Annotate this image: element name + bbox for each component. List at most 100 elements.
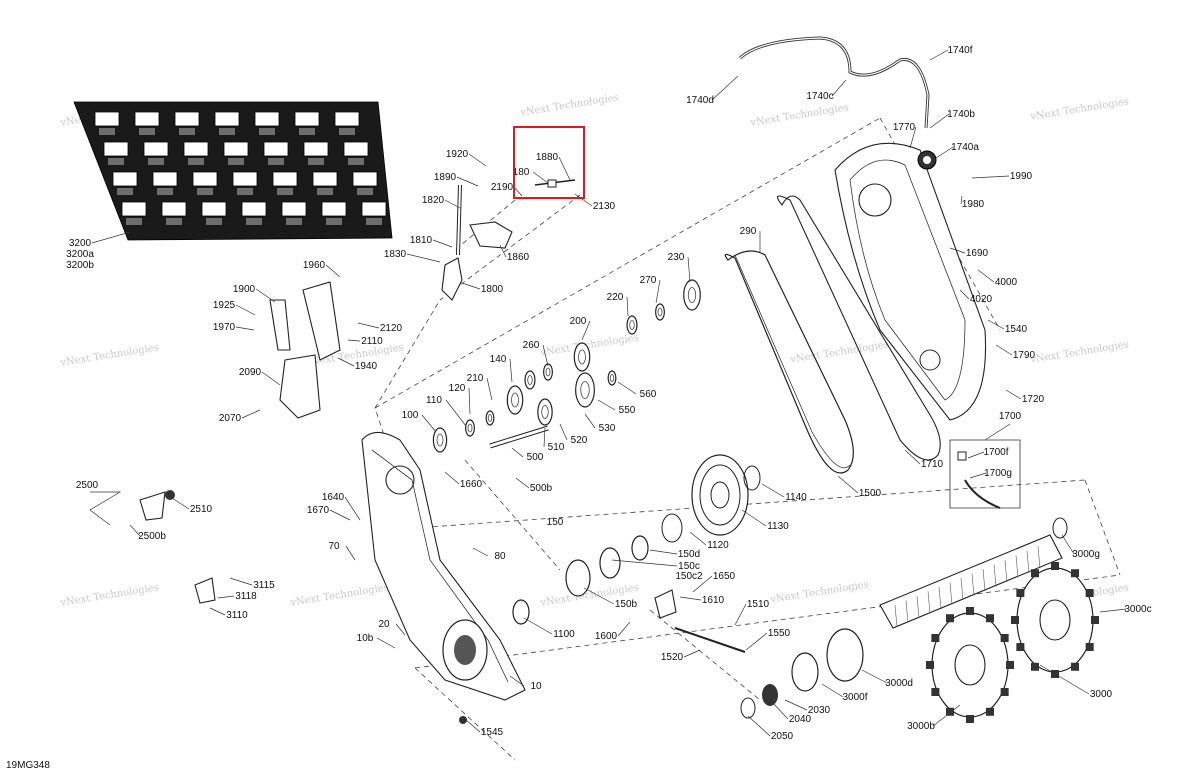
part-label-510: 510: [548, 442, 565, 453]
part-label-1770: 1770: [893, 122, 916, 133]
cover-body: [834, 142, 987, 421]
leader-line: [461, 282, 481, 290]
part-label-3000b: 3000b: [907, 721, 935, 732]
case-pocket: [166, 218, 182, 225]
part-label-1970: 1970: [213, 322, 236, 333]
leader-line: [935, 146, 954, 159]
bearing-150c: [599, 547, 621, 579]
watermark: vNext Technologies: [59, 582, 160, 609]
circlip-1100: [512, 599, 530, 625]
leader-line: [960, 195, 963, 205]
gear-510: [537, 398, 553, 426]
ring-gear-1130-hub: [710, 481, 730, 509]
case-pocket: [308, 158, 324, 165]
leader-line: [655, 279, 661, 304]
leader-line: [235, 326, 255, 331]
part-label-1640: 1640: [322, 492, 345, 503]
part-label-1690: 1690: [966, 248, 989, 259]
leader-line: [949, 247, 966, 254]
case-pocket: [99, 128, 115, 135]
sprocket-3000b-hub: [954, 644, 986, 686]
case-rib: [143, 141, 169, 157]
diagram-code: 19MG348: [6, 760, 50, 771]
leader-line: [711, 75, 739, 101]
washer-560: [607, 370, 617, 386]
part-label-3200: 3200: [69, 238, 92, 249]
leader-line: [745, 632, 768, 651]
leader-line: [532, 171, 549, 184]
drive-belt-1500: [724, 250, 854, 474]
ring-220: [626, 315, 638, 335]
part-label-230: 230: [668, 252, 685, 263]
sprocket-3000c-hub: [1039, 599, 1071, 641]
hub-3000d: [826, 628, 864, 682]
bearing-100: [432, 427, 448, 453]
shaft-spline: [971, 573, 975, 596]
leader-line: [929, 49, 949, 61]
part-label-20: 20: [378, 619, 390, 630]
leader-line: [329, 509, 351, 521]
part-label-1660: 1660: [460, 479, 483, 490]
watermark: vNext Technologies: [59, 342, 160, 369]
watermark-text: vNext Technologies: [789, 339, 890, 366]
gear-550: [575, 372, 595, 408]
leader-line: [523, 617, 553, 635]
part-label-530: 530: [599, 423, 616, 434]
needle-bearing-200: [573, 342, 591, 372]
hose-1700g: [964, 479, 1001, 509]
watermark-text: vNext Technologies: [519, 92, 620, 119]
part-label-1120: 1120: [707, 540, 729, 551]
watermark-text: vNext Technologies: [749, 102, 850, 129]
part-label-1740b: 1740b: [947, 109, 975, 120]
leader-line: [347, 339, 361, 342]
leader-line: [692, 575, 713, 593]
callout-box-1700: [949, 439, 1021, 509]
part-label-150: 150: [547, 517, 564, 528]
highlight-box: [513, 126, 585, 199]
bolt-2510: [165, 490, 175, 500]
main-housing-10: [361, 431, 526, 701]
assembly-guide-line: [649, 609, 761, 701]
sprocket-3000c-tooth: [1071, 662, 1079, 671]
leader-line: [1061, 534, 1075, 555]
sprocket-3000b-tooth: [966, 607, 974, 615]
part-label-1800: 1800: [481, 284, 504, 295]
leader-line: [171, 497, 190, 510]
case-pocket: [286, 218, 302, 225]
leader-line: [821, 683, 844, 698]
watermark-text: vNext Technologies: [59, 342, 160, 369]
case-rib: [94, 111, 120, 127]
leader-line: [679, 596, 702, 601]
part-label-3200b: 3200b: [66, 260, 94, 271]
leader-line: [687, 256, 691, 283]
shaft-spline: [982, 568, 986, 592]
part-label-1740c: 1740c: [806, 91, 833, 102]
watermark: vNext Technologies: [1029, 96, 1130, 123]
circlip-1140: [743, 465, 761, 491]
bracket-3110: [194, 577, 216, 604]
leader-line: [91, 231, 131, 244]
part-label-1920: 1920: [446, 149, 469, 160]
part-label-1650: 1650: [713, 571, 736, 582]
part-label-2500: 2500: [76, 480, 99, 491]
part-label-1925: 1925: [213, 300, 236, 311]
leader-line: [929, 113, 950, 129]
part-label-150b: 150b: [615, 599, 638, 610]
leader-line: [581, 320, 591, 341]
gear-140: [506, 385, 524, 415]
part-label-1510: 1510: [747, 599, 770, 610]
fork-1610: [654, 589, 677, 619]
part-label-260: 260: [523, 340, 540, 351]
part-label-180: 180: [513, 167, 530, 178]
ring-220-bore: [629, 320, 635, 330]
part-label-1860: 1860: [507, 252, 530, 263]
watermark-text: vNext Technologies: [769, 579, 870, 606]
case-rib: [161, 201, 187, 217]
sprocket-3000b-tooth: [946, 614, 954, 623]
nut-2040: [762, 684, 778, 706]
circlip-260: [542, 363, 553, 381]
leader-line: [689, 531, 707, 546]
case-rib: [103, 141, 129, 157]
leader-line: [511, 447, 524, 458]
part-label-1830: 1830: [384, 249, 407, 260]
